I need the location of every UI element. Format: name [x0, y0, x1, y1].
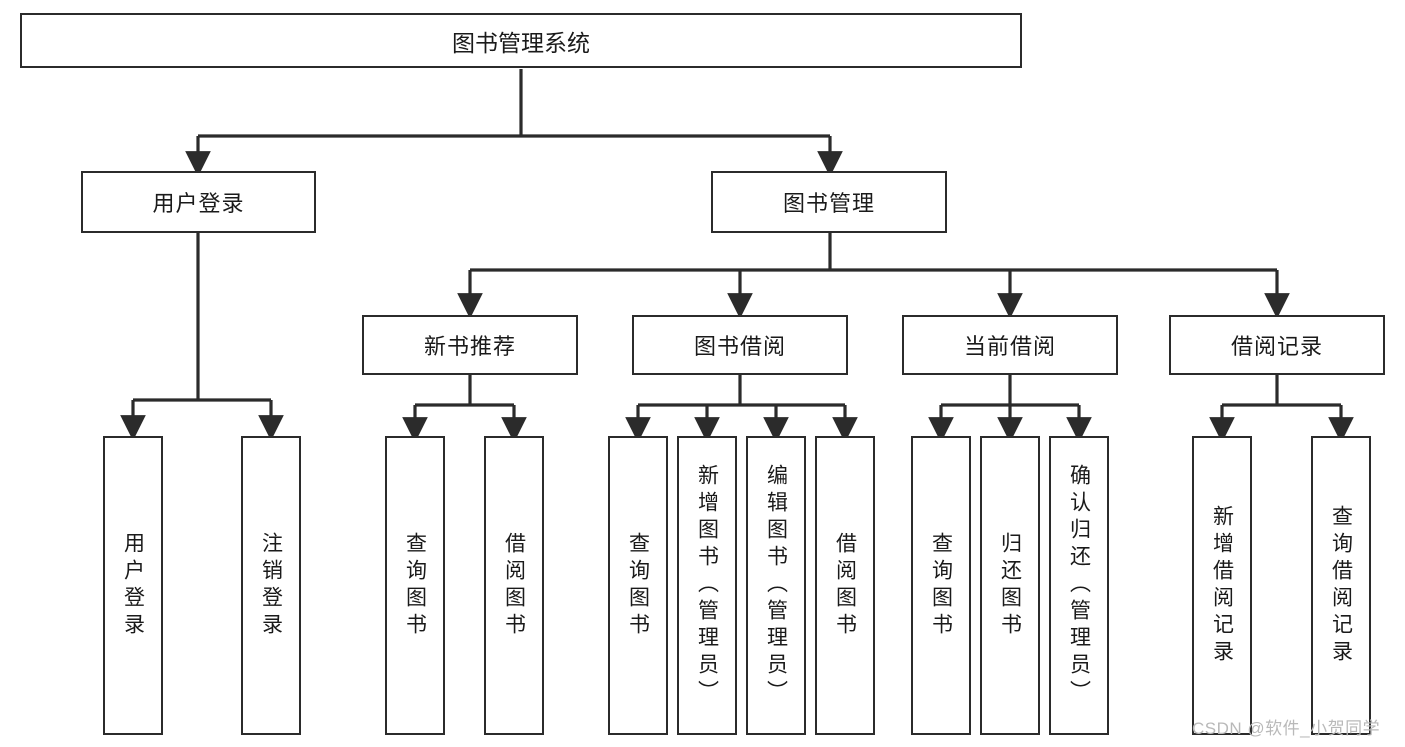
node-borrow-record-label: 借阅记录 — [1230, 334, 1323, 359]
leaf-record-add[interactable]: 新增借阅记录 — [1192, 436, 1252, 735]
node-user-login-label: 用户登录 — [152, 191, 245, 216]
leaf-current-query-book[interactable]: 查询图书 — [911, 436, 971, 735]
leaf-label: 查询图书 — [403, 531, 427, 640]
leaf-label: 编辑图书（管理员） — [764, 464, 788, 707]
leaf-user-login-login[interactable]: 用户登录 — [103, 436, 163, 735]
leaf-label: 新增图书（管理员） — [695, 464, 719, 707]
node-root-label: 图书管理系统 — [452, 29, 590, 56]
node-book-management-label: 图书管理 — [782, 191, 875, 216]
leaf-label: 归还图书 — [998, 531, 1022, 640]
leaf-new-book-borrow[interactable]: 借阅图书 — [484, 436, 544, 735]
leaf-label: 新增借阅记录 — [1210, 504, 1234, 667]
node-borrow-record[interactable]: 借阅记录 — [1169, 315, 1385, 375]
leaf-label: 借阅图书 — [502, 531, 526, 640]
leaf-new-book-query[interactable]: 查询图书 — [385, 436, 445, 735]
leaf-borrow-borrow-book[interactable]: 借阅图书 — [815, 436, 875, 735]
leaf-label: 查询图书 — [626, 531, 650, 640]
leaf-current-confirm-return[interactable]: 确认归还（管理员） — [1049, 436, 1109, 735]
leaf-label: 查询图书 — [929, 531, 953, 640]
leaf-label: 借阅图书 — [833, 531, 857, 640]
node-new-book-recommend[interactable]: 新书推荐 — [362, 315, 578, 375]
leaf-label: 用户登录 — [121, 531, 145, 640]
node-book-borrow[interactable]: 图书借阅 — [632, 315, 848, 375]
node-current-borrow-label: 当前借阅 — [963, 334, 1056, 359]
leaf-borrow-add-book[interactable]: 新增图书（管理员） — [677, 436, 737, 735]
leaf-user-login-logout[interactable]: 注销登录 — [241, 436, 301, 735]
leaf-label: 确认归还（管理员） — [1067, 464, 1091, 707]
leaf-borrow-edit-book[interactable]: 编辑图书（管理员） — [746, 436, 806, 735]
node-user-login[interactable]: 用户登录 — [81, 171, 316, 233]
leaf-record-query[interactable]: 查询借阅记录 — [1311, 436, 1371, 735]
leaf-current-return-book[interactable]: 归还图书 — [980, 436, 1040, 735]
node-current-borrow[interactable]: 当前借阅 — [902, 315, 1118, 375]
node-book-management[interactable]: 图书管理 — [711, 171, 947, 233]
node-book-borrow-label: 图书借阅 — [693, 334, 786, 359]
leaf-label: 查询借阅记录 — [1329, 504, 1353, 667]
leaf-label: 注销登录 — [259, 531, 283, 640]
node-root[interactable]: 图书管理系统 — [20, 13, 1022, 68]
leaf-borrow-query-book[interactable]: 查询图书 — [608, 436, 668, 735]
node-new-book-recommend-label: 新书推荐 — [423, 334, 516, 359]
